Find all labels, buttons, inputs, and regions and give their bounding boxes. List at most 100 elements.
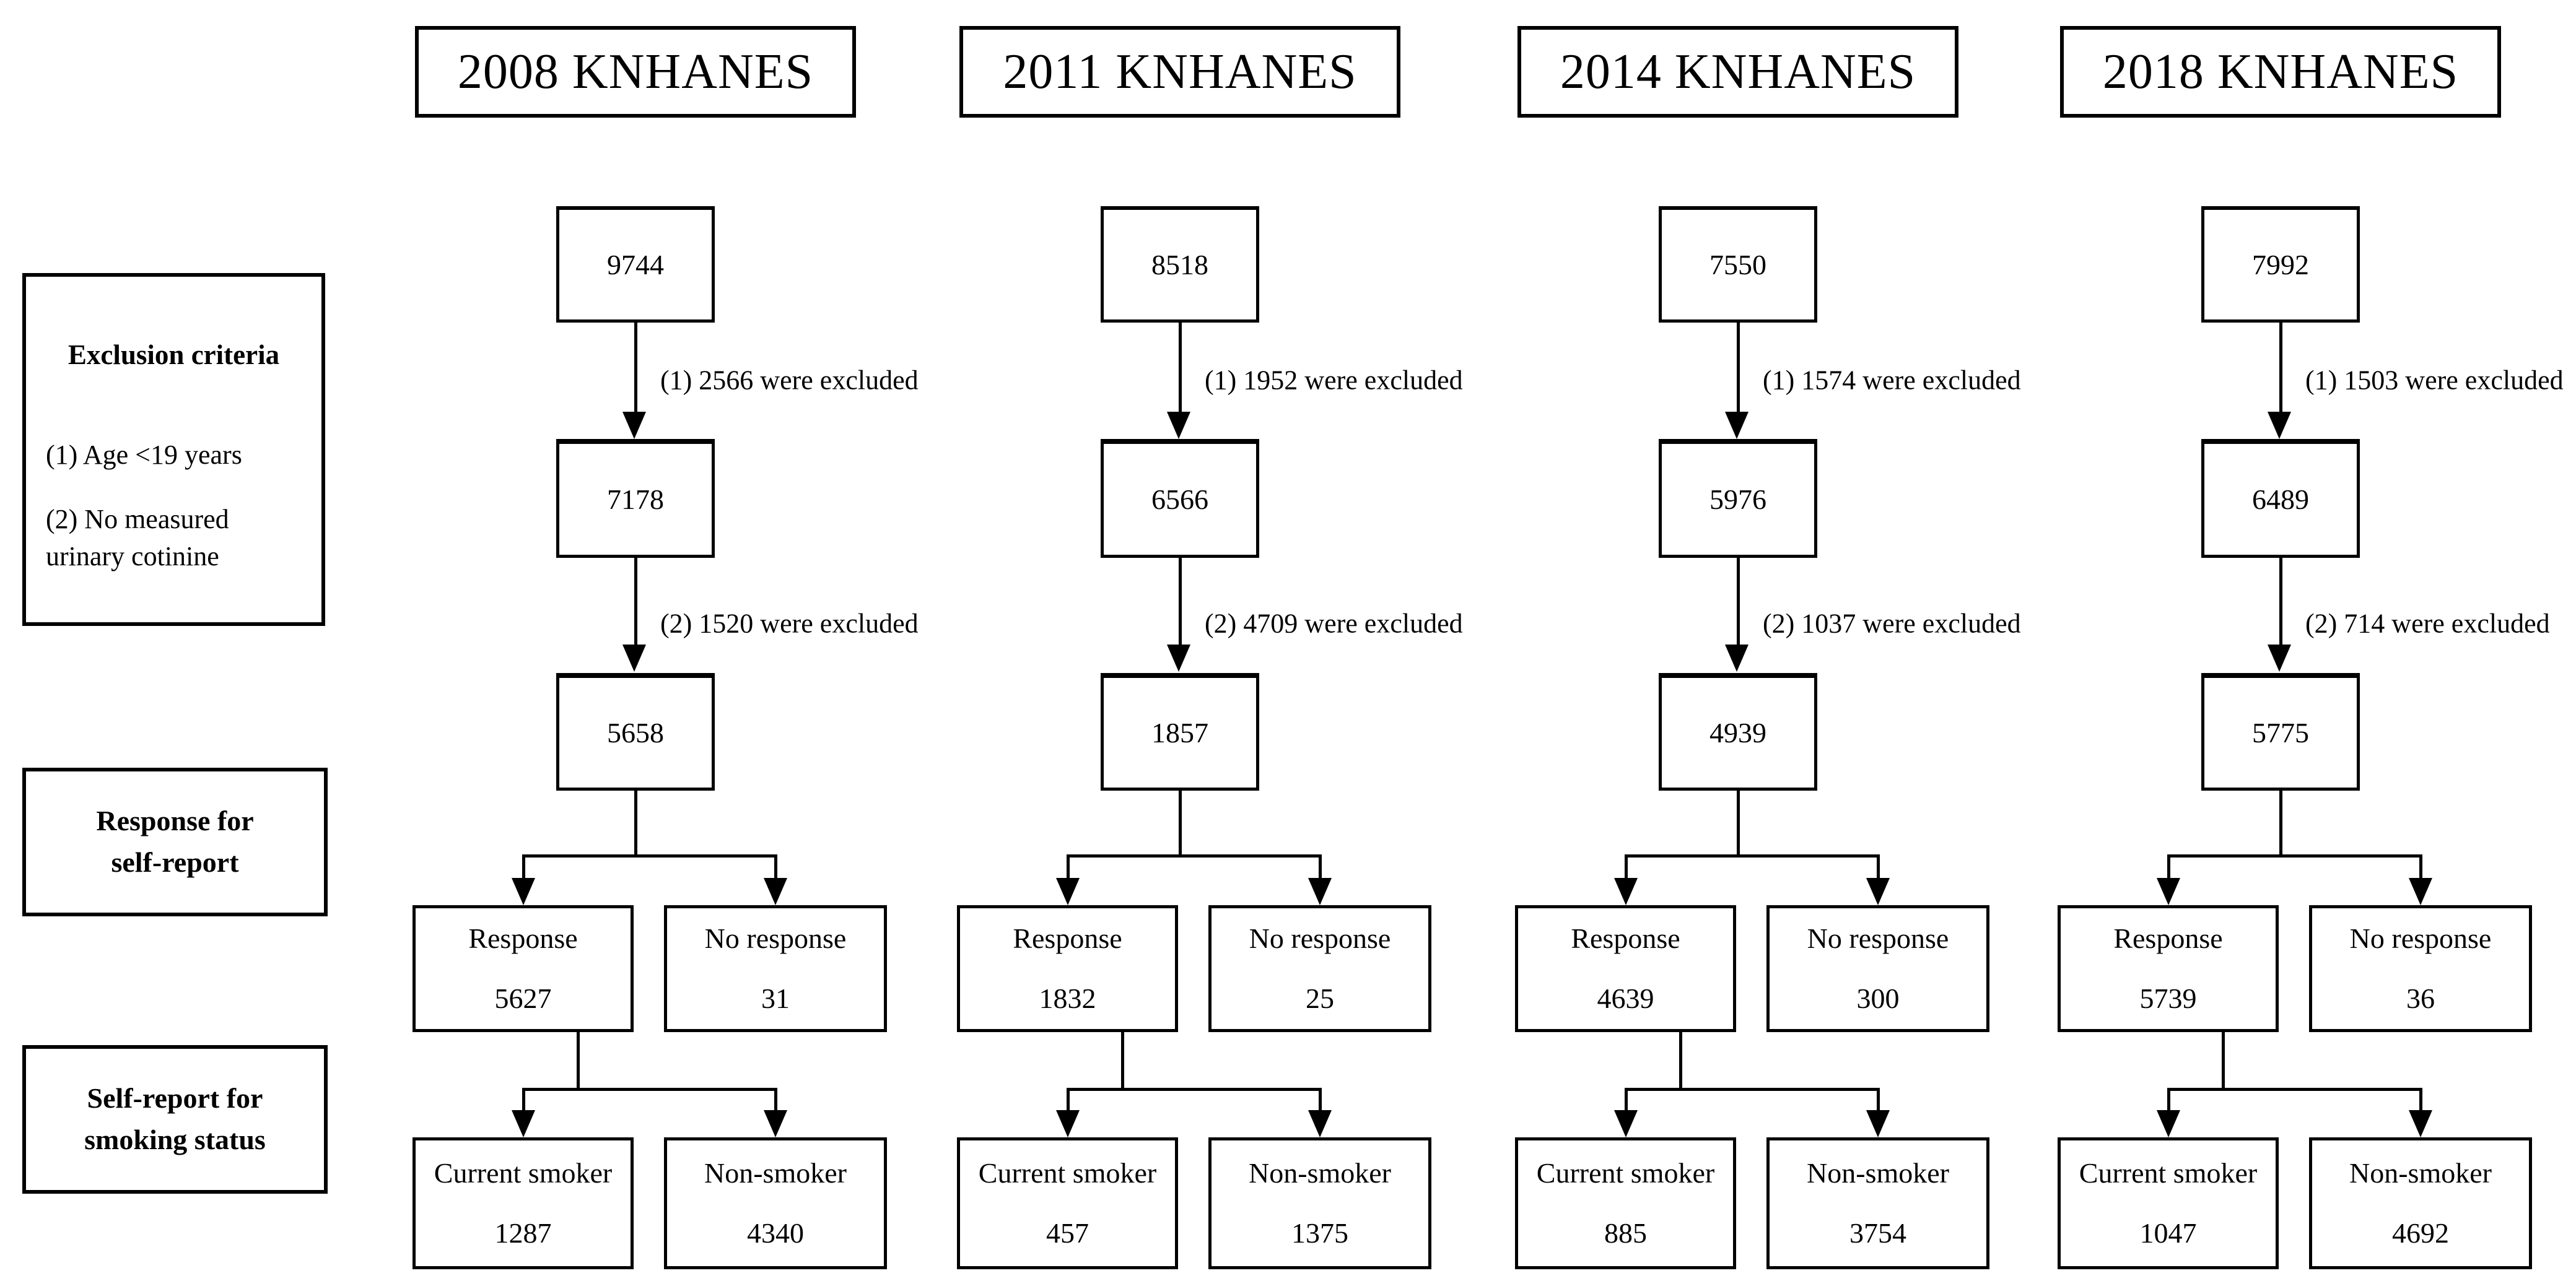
year-header: 2014 KNHANES (1517, 26, 1958, 118)
year-header-label: 2011 KNHANES (1003, 44, 1357, 99)
current-smoker-n: 1287 (494, 1217, 552, 1249)
response-n: 4639 (1597, 982, 1654, 1014)
response-box: Response 4639 (1515, 905, 1736, 1032)
connector-line (522, 854, 525, 880)
exclusion1-label: (1) 1574 were excluded (1763, 365, 2021, 396)
arrowhead-down-icon (622, 412, 646, 439)
non-smoker-box: Non-smoker 1375 (1208, 1137, 1431, 1269)
connector-line (634, 791, 637, 858)
response-label: Response (2113, 922, 2223, 954)
no-response-n: 31 (761, 982, 790, 1014)
after-exclusion1-n: 7178 (607, 484, 664, 515)
non-smoker-n: 4340 (747, 1217, 804, 1249)
arrowhead-down-icon (1308, 878, 1332, 905)
after-exclusion1-box: 6489 (2201, 439, 2360, 558)
connector-line (1625, 854, 1628, 880)
arrowhead-down-icon (764, 1110, 787, 1137)
arrowhead-down-icon (2409, 1110, 2432, 1137)
exclusion-criteria-box: Exclusion criteria (1) Age <19 years (2)… (22, 273, 325, 626)
initial-sample-n: 9744 (607, 249, 664, 280)
non-smoker-label: Non-smoker (2349, 1157, 2492, 1189)
connector-line (577, 1032, 580, 1091)
after-exclusion2-n: 5658 (607, 717, 664, 749)
no-response-box: No response 300 (1766, 905, 1989, 1032)
connector-line (1319, 854, 1322, 880)
arrowhead-down-icon (1308, 1110, 1332, 1137)
exclusion2-label: (2) 1520 were excluded (660, 608, 919, 639)
no-response-box: No response 36 (2309, 905, 2532, 1032)
exclusion-criteria-title: Exclusion criteria (68, 339, 280, 370)
connector-line (2167, 854, 2170, 880)
arrow-line (2279, 558, 2282, 647)
current-smoker-label: Current smoker (1536, 1157, 1715, 1189)
after-exclusion2-box: 4939 (1659, 673, 1817, 791)
connector-line (2279, 791, 2282, 858)
current-smoker-box: Current smoker 1287 (413, 1137, 634, 1269)
year-header: 2008 KNHANES (415, 26, 856, 118)
arrow-line (634, 558, 637, 647)
non-smoker-label: Non-smoker (1249, 1157, 1391, 1189)
after-exclusion1-box: 7178 (556, 439, 715, 558)
arrowhead-down-icon (1725, 412, 1749, 439)
arrowhead-down-icon (1614, 878, 1638, 905)
connector-line (2419, 854, 2422, 880)
non-smoker-n: 1375 (1291, 1217, 1348, 1249)
arrowhead-down-icon (1056, 1110, 1080, 1137)
connector-line (774, 854, 777, 880)
connector-line (1877, 854, 1880, 880)
response-n: 5627 (494, 982, 552, 1014)
arrowhead-down-icon (2157, 1110, 2180, 1137)
initial-sample-n: 8518 (1151, 249, 1208, 280)
after-exclusion2-box: 5775 (2201, 673, 2360, 791)
response-box: Response 5739 (2058, 905, 2279, 1032)
arrowhead-down-icon (512, 1110, 535, 1137)
current-smoker-label: Current smoker (434, 1157, 613, 1189)
current-smoker-n: 1047 (2139, 1217, 2197, 1249)
after-exclusion2-n: 4939 (1709, 717, 1766, 749)
connector-line (1179, 791, 1182, 858)
year-header-label: 2008 KNHANES (457, 44, 814, 99)
arrowhead-down-icon (2409, 878, 2432, 905)
non-smoker-n: 4692 (2392, 1217, 2449, 1249)
connector-line (1319, 1088, 1322, 1113)
connector-line (1067, 1088, 1070, 1113)
arrowhead-down-icon (1866, 1110, 1890, 1137)
response-stage-label: Response for self-report (96, 805, 254, 878)
arrowhead-down-icon (1167, 645, 1190, 672)
connector-line (1067, 1088, 1322, 1091)
connector-line (2167, 1088, 2422, 1091)
response-box: Response 1832 (957, 905, 1178, 1032)
connector-line (1625, 1088, 1628, 1113)
non-smoker-box: Non-smoker 4692 (2309, 1137, 2532, 1269)
connector-line (1625, 1088, 1880, 1091)
after-exclusion1-n: 5976 (1709, 484, 1766, 515)
connector-line (522, 1088, 525, 1113)
exclusion-item-age: (1) Age <19 years (46, 440, 242, 470)
smoking-stage-label: Self-report for smoking status (84, 1082, 266, 1155)
current-smoker-box: Current smoker 457 (957, 1137, 1178, 1269)
arrow-line (2279, 323, 2282, 414)
arrowhead-down-icon (764, 878, 787, 905)
after-exclusion2-box: 1857 (1101, 673, 1259, 791)
initial-sample-box: 7550 (1659, 206, 1817, 323)
non-smoker-label: Non-smoker (704, 1157, 847, 1189)
after-exclusion2-n: 5775 (2252, 717, 2309, 749)
no-response-label: No response (2349, 922, 2492, 954)
arrow-line (1737, 323, 1740, 414)
current-smoker-label: Current smoker (978, 1157, 1157, 1189)
smoking-stage-label-box: Self-report for smoking status (22, 1045, 328, 1194)
initial-sample-n: 7550 (1709, 249, 1766, 280)
no-response-n: 36 (2406, 982, 2435, 1014)
response-label: Response (468, 922, 578, 954)
no-response-n: 300 (1856, 982, 1900, 1014)
arrowhead-down-icon (2157, 878, 2180, 905)
initial-sample-n: 7992 (2252, 249, 2309, 280)
no-response-label: No response (704, 922, 847, 954)
connector-line (522, 854, 777, 858)
initial-sample-box: 9744 (556, 206, 715, 323)
current-smoker-n: 885 (1604, 1217, 1647, 1249)
connector-line (2222, 1032, 2225, 1091)
connector-line (2419, 1088, 2422, 1113)
after-exclusion1-n: 6489 (2252, 484, 2309, 515)
